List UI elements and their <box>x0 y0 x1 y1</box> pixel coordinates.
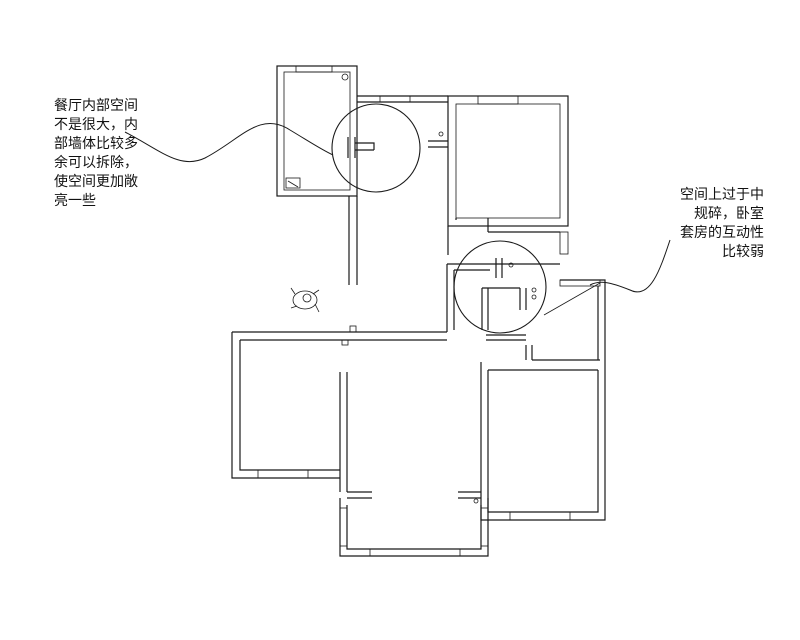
dining-room-annotation: 餐厅内部空间 不是很大，内 部墙体比较多 余可以拆除， 使空间更加敞 亮一些 <box>54 98 138 209</box>
leader-line-left <box>124 123 334 163</box>
outer-walls <box>231 65 606 557</box>
leader-line-right <box>589 239 671 293</box>
highlight-circle-suite <box>453 240 547 334</box>
person-figure-icon <box>290 287 320 313</box>
highlight-circle-dining <box>331 103 421 193</box>
bedroom-suite-annotation: 空间上过于中 规碎，卧室 套房的互动性 比较弱 <box>680 187 764 260</box>
